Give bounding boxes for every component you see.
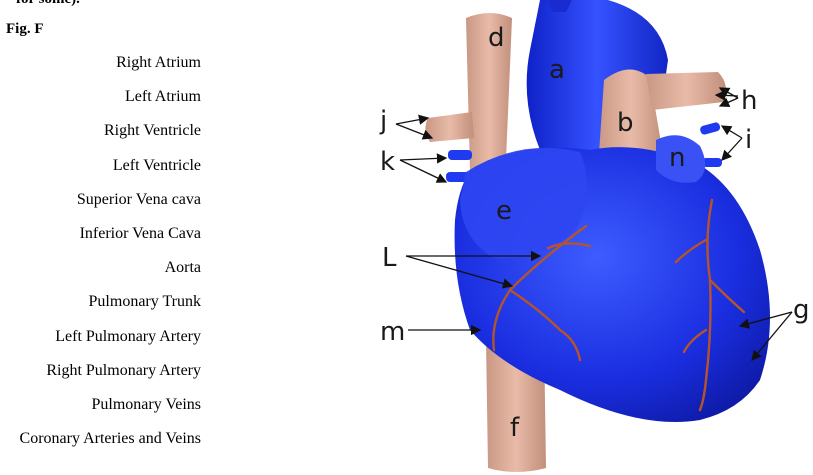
left-pulmonary-artery-shape bbox=[646, 72, 726, 110]
aorta-branch-shape bbox=[548, 0, 572, 12]
pulmonary-vein-right-lower bbox=[446, 172, 470, 182]
label-e: e bbox=[496, 196, 512, 226]
label-m: m bbox=[380, 317, 405, 347]
pulmonary-trunk-shape bbox=[598, 69, 664, 168]
heart-diagram: a b d e f g h i j k L m n bbox=[379, 0, 810, 472]
term-list: Right Atrium Left Atrium Right Ventricle… bbox=[20, 52, 201, 462]
term-right-pulmonary-artery: Right Pulmonary Artery bbox=[46, 361, 201, 379]
label-n: n bbox=[669, 143, 685, 173]
right-atrium-shape bbox=[460, 147, 588, 259]
label-a: a bbox=[549, 55, 565, 85]
term-left-ventricle: Left Ventricle bbox=[112, 156, 201, 174]
term-left-pulmonary-artery: Left Pulmonary Artery bbox=[55, 327, 201, 345]
label-i: i bbox=[745, 125, 752, 155]
pulmonary-vein-left-upper bbox=[700, 122, 721, 135]
label-f: f bbox=[510, 413, 520, 443]
pointer-lines bbox=[395, 87, 793, 361]
left-atrium-shape bbox=[656, 135, 706, 183]
term-superior-vena-cava: Superior Vena cava bbox=[76, 190, 201, 208]
term-right-atrium: Right Atrium bbox=[116, 54, 201, 71]
figure-title: Fig. F bbox=[6, 21, 44, 37]
superior-vena-cava-shape bbox=[466, 13, 512, 170]
term-right-ventricle: Right Ventricle bbox=[103, 122, 201, 140]
term-left-atrium: Left Atrium bbox=[125, 88, 201, 106]
label-k: k bbox=[380, 147, 395, 177]
right-pulmonary-artery-shape bbox=[425, 112, 474, 142]
term-coronary-vessels: Coronary Arteries and Veins bbox=[19, 430, 201, 448]
label-b: b bbox=[617, 108, 634, 138]
label-j: j bbox=[379, 106, 387, 136]
term-pulmonary-trunk: Pulmonary Trunk bbox=[88, 293, 201, 311]
label-l: L bbox=[382, 243, 397, 273]
label-h: h bbox=[741, 86, 757, 116]
term-aorta: Aorta bbox=[164, 259, 201, 277]
term-inferior-vena-cava: Inferior Vena Cava bbox=[79, 224, 201, 242]
label-d: d bbox=[488, 23, 505, 53]
label-g: g bbox=[793, 295, 810, 325]
pulmonary-vein-left-lower bbox=[702, 158, 722, 167]
aorta-shape bbox=[526, 0, 668, 150]
cut-off-header-text: for some). bbox=[16, 0, 80, 8]
pulmonary-vein-right-upper bbox=[448, 150, 472, 160]
term-pulmonary-veins: Pulmonary Veins bbox=[91, 395, 201, 413]
coronary-vessels bbox=[492, 198, 746, 412]
